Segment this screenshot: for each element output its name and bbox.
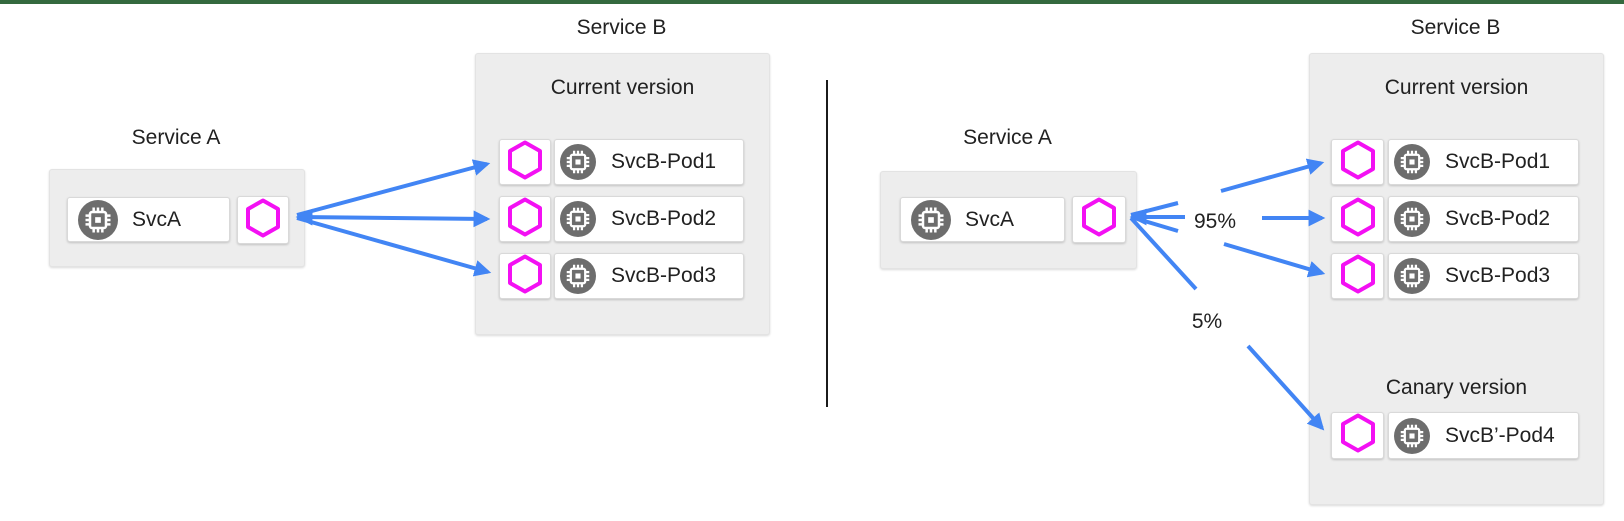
traffic-percent-canary: 5% xyxy=(1184,306,1230,338)
left-arrow-pod2 xyxy=(295,208,491,228)
right-svca-label: SvcA xyxy=(965,207,1015,231)
right-arrow-pod1-b xyxy=(1220,158,1325,193)
left-arrow-pod3 xyxy=(296,216,492,277)
workload-chip-icon xyxy=(560,201,596,237)
sidecar-proxy-icon xyxy=(245,198,281,243)
left-svca-node: SvcA xyxy=(67,197,230,242)
right-pod4-proxy-box xyxy=(1331,412,1384,459)
right-pod1-node: SvcB-Pod1 xyxy=(1388,139,1579,185)
left-pod2-proxy-box xyxy=(499,196,551,242)
sidecar-proxy-icon xyxy=(1340,413,1376,458)
workload-chip-icon xyxy=(1394,258,1430,294)
left-arrow-pod1 xyxy=(296,159,491,217)
right-arrow-pod3-a xyxy=(1130,215,1179,233)
workload-chip-icon xyxy=(911,199,951,240)
left-pod2-node: SvcB-Pod2 xyxy=(554,196,744,242)
sidecar-proxy-icon xyxy=(1340,140,1376,185)
workload-chip-icon xyxy=(1394,144,1430,180)
left-pod3-proxy-box xyxy=(499,253,551,299)
right-arrow-pod3-b xyxy=(1223,242,1326,278)
left-service-a-title: Service A xyxy=(131,126,221,149)
workload-chip-icon xyxy=(78,199,118,240)
left-pod1-label: SvcB-Pod1 xyxy=(611,150,717,173)
right-pod2-label: SvcB-Pod2 xyxy=(1445,207,1551,230)
right-pod4-label: SvcB’-Pod4 xyxy=(1445,423,1555,447)
right-service-b-title: Service B xyxy=(1410,16,1501,39)
traffic-percent-current: 95% xyxy=(1188,206,1242,238)
workload-chip-icon xyxy=(560,144,596,180)
right-current-version-label: Current version xyxy=(1384,76,1529,99)
right-arrow-pod1-a xyxy=(1130,201,1179,217)
left-pod3-node: SvcB-Pod3 xyxy=(554,253,744,299)
right-pod3-node: SvcB-Pod3 xyxy=(1388,253,1579,299)
right-pod4-node: SvcB’-Pod4 xyxy=(1388,412,1579,459)
workload-chip-icon xyxy=(1394,417,1430,454)
left-svca-label: SvcA xyxy=(132,207,182,231)
sidecar-proxy-icon xyxy=(507,197,543,242)
right-pod3-label: SvcB-Pod3 xyxy=(1445,264,1551,287)
left-pod1-proxy-box xyxy=(499,139,551,185)
right-svca-node: SvcA xyxy=(900,197,1065,242)
left-pod2-label: SvcB-Pod2 xyxy=(611,207,717,230)
right-pod2-proxy-box xyxy=(1331,196,1384,242)
right-svca-proxy-box xyxy=(1072,196,1126,243)
sidecar-proxy-icon xyxy=(507,254,543,299)
workload-chip-icon xyxy=(1394,201,1430,237)
left-pod3-label: SvcB-Pod3 xyxy=(611,264,717,287)
right-service-a-title: Service A xyxy=(963,126,1052,149)
right-pod1-label: SvcB-Pod1 xyxy=(1445,150,1551,173)
left-service-b-panel: Current version SvcB-Pod1 SvcB-Pod2 SvcB… xyxy=(475,53,770,335)
right-pod3-proxy-box xyxy=(1331,253,1384,299)
left-svca-proxy-box xyxy=(237,196,289,244)
sidecar-proxy-icon xyxy=(1340,197,1376,242)
right-arrow-canary-a xyxy=(1129,216,1198,291)
right-service-b-panel: Current version SvcB-Pod1 SvcB-Pod2 SvcB… xyxy=(1309,53,1604,505)
right-canary-version-label: Canary version xyxy=(1385,376,1528,399)
sidecar-proxy-icon xyxy=(507,140,543,185)
sidecar-proxy-icon xyxy=(1081,197,1117,242)
workload-chip-icon xyxy=(560,258,596,294)
right-pod1-proxy-box xyxy=(1331,139,1384,185)
right-pod2-node: SvcB-Pod2 xyxy=(1388,196,1579,242)
left-pod1-node: SvcB-Pod1 xyxy=(554,139,744,185)
left-service-b-title: Service B xyxy=(576,16,667,39)
left-current-version-label: Current version xyxy=(550,76,695,99)
top-accent-bar xyxy=(0,0,1624,4)
sidecar-proxy-icon xyxy=(1340,254,1376,299)
